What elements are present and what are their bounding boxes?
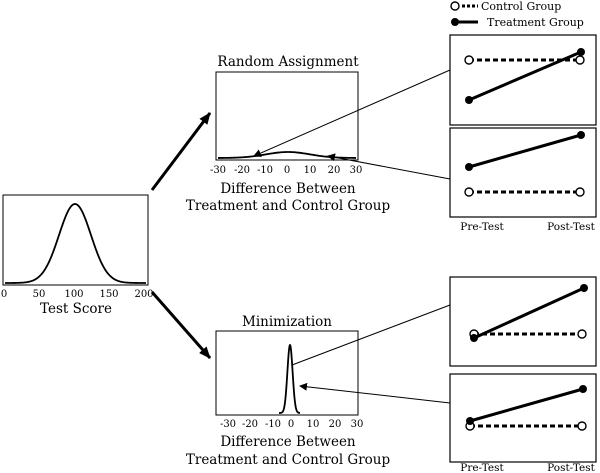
control-pre-point [464,187,474,197]
prepost-panel-minimization-1 [449,276,597,367]
pre-test-label-bottom: Pre-Test [460,462,504,473]
minimization-panel: Minimization -30 -20 -10 0 10 20 30 Diff… [186,314,390,468]
minimization-tick-2: -10 [265,419,281,430]
control-legend-marker [450,1,460,11]
random-tick-6: 30 [350,165,363,176]
minimization-tick-0: -30 [220,419,236,430]
prepost-panel-minimization-2 [449,373,597,463]
minimization-xlabel-line1: Difference Between [220,434,356,450]
minimization-xlabel-line2: Treatment and Control Group [186,452,390,468]
prepost-frame [449,34,597,126]
minimization-tick-4: 10 [307,419,320,430]
treatment-pre-point [465,96,473,104]
control-post-point [577,421,587,431]
control-post-point [577,329,587,339]
source-tick-3: 150 [99,289,118,300]
minimization-tick-5: 20 [329,419,342,430]
treatment-legend-label: Treatment Group [487,16,584,29]
connector-minimization-b [299,382,451,404]
source-xlabel: Test Score [40,301,112,317]
minimization-tick-1: -20 [242,419,258,430]
source-tick-2: 100 [64,289,83,300]
post-test-label-bottom: Post-Test [547,462,596,473]
post-test-label-top: Post-Test [547,221,596,233]
control-post-point [575,187,585,197]
treatment-pre-point [466,417,474,425]
prepost-frame [449,373,597,463]
minimization-tick-6: 30 [351,419,364,430]
connector-random-a [253,69,451,157]
random-panel: Random Assignment -30 -20 -10 0 10 20 30… [186,54,390,214]
random-tick-1: -20 [234,165,250,176]
treatment-pre-point [470,334,478,342]
treatment-post-point [577,48,585,56]
random-xlabel-line2: Treatment and Control Group [186,198,390,214]
treatment-pre-point [465,163,473,171]
treatment-post-point [579,385,587,393]
control-pre-point [464,55,474,65]
minimization-title: Minimization [242,314,332,330]
random-title: Random Assignment [217,54,359,70]
treatment-line [473,286,585,340]
random-xlabel-line1: Difference Between [220,181,356,197]
prepost-frame [449,127,597,218]
legend: Control Group Treatment Group [450,0,584,29]
source-tick-4: 200 [134,289,153,300]
arrow-to-minimization [150,291,212,359]
random-tick-4: 10 [304,165,317,176]
random-tick-3: 0 [284,165,290,176]
minimization-tick-3: 0 [288,419,294,430]
treatment-line [469,387,584,423]
control-post-point [575,55,585,65]
random-tick-5: 20 [328,165,341,176]
source-tick-1: 50 [33,289,46,300]
prepost-frame [449,276,597,367]
connector-random-b [327,153,451,180]
minimization-plot-frame [215,330,359,416]
treatment-post-point [580,284,588,292]
minimization-distribution-curve [279,343,301,414]
treatment-line [468,133,582,169]
source-plot-frame [2,194,149,286]
arrow-to-random [150,112,212,191]
connector-minimization-a [291,304,451,366]
source-tick-0: 0 [1,289,7,300]
source-plot: 0 50 100 150 200 Test Score [1,194,154,317]
control-legend-label: Control Group [481,0,561,13]
prepost-panel-random-1 [449,34,597,126]
treatment-line [468,50,582,102]
random-plot-frame [215,71,359,161]
pre-test-label-top: Pre-Test [460,221,504,233]
prepost-panel-random-2 [449,127,597,218]
random-tick-2: -10 [257,165,273,176]
treatment-post-point [577,131,585,139]
random-tick-0: -30 [210,165,226,176]
normal-curve [5,203,147,284]
